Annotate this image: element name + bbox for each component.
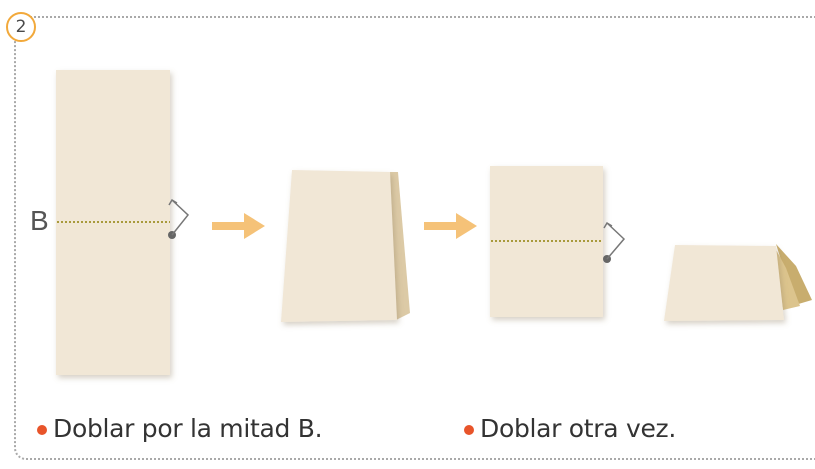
paper-sheet-2 (281, 170, 397, 322)
step-frame (14, 16, 815, 460)
fold-line-label: B (30, 205, 49, 236)
bullet-icon (464, 425, 474, 435)
paper-sheet-3 (490, 166, 603, 317)
caption-1-emphasis: B. (297, 414, 323, 443)
arrow-icon-1 (212, 213, 265, 239)
arrow-icon-2 (424, 213, 477, 239)
paper-sheet-4-back-2 (776, 244, 812, 305)
paper-sheet-2-back (388, 172, 410, 320)
caption-1-text: Doblar por la mitad (53, 414, 298, 443)
caption-2: Doblar otra vez. (464, 414, 676, 443)
fold-direction-icon-1 (171, 199, 190, 236)
bullet-icon (37, 425, 47, 435)
caption-2-text: Doblar otra vez. (480, 414, 676, 443)
fold-direction-icon-2 (606, 222, 626, 260)
caption-1: Doblar por la mitad B. (37, 414, 323, 443)
step-number-badge: 2 (6, 12, 36, 42)
paper-sheet-4 (664, 245, 784, 321)
paper-sheet-4-back-1 (774, 246, 800, 310)
